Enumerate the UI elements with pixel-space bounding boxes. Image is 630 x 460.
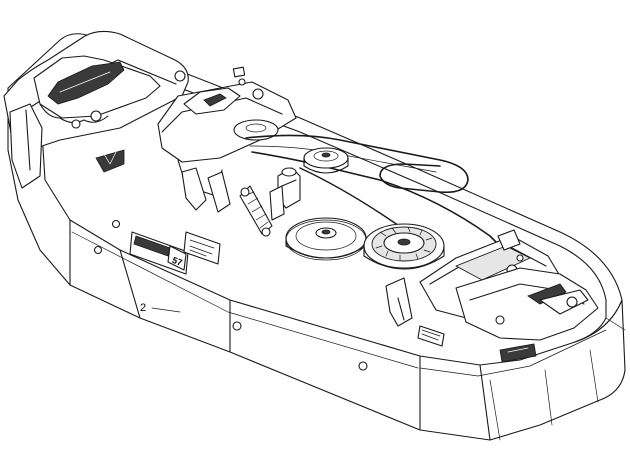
callout-2-label: 2 — [140, 302, 146, 314]
left-idler-housing — [157, 66, 297, 213]
center-idler-pulley — [303, 147, 349, 174]
ultracut-decal: 57 — [129, 231, 189, 275]
instruction-decal — [183, 231, 221, 265]
warning-decal-center — [417, 325, 445, 347]
right-spindle-pulley — [363, 223, 445, 270]
svg-text:57: 57 — [171, 255, 184, 268]
tension-spring — [239, 185, 273, 237]
callout-2: 2 — [140, 302, 181, 314]
idler-arm — [269, 167, 301, 221]
left-spindle-pulley — [285, 217, 367, 261]
right-belt-cover — [455, 267, 599, 341]
brand-badge — [499, 343, 537, 363]
left-chute-cover — [3, 30, 189, 189]
